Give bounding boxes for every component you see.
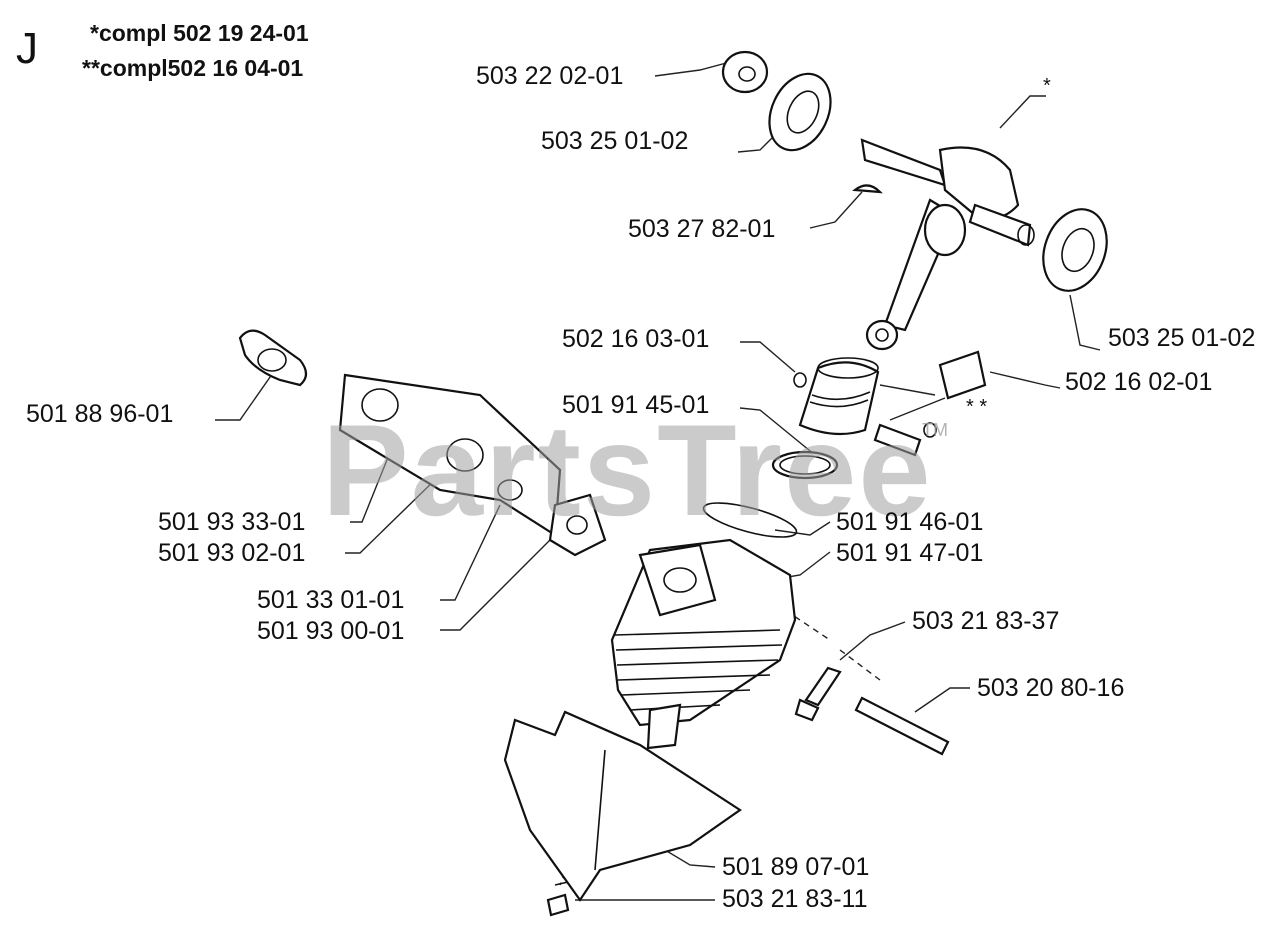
kit-line-1: *compl 502 19 24-01 <box>90 20 309 46</box>
watermark-text: PartsTree <box>322 397 933 543</box>
circlip-part <box>793 372 937 438</box>
key-part <box>852 184 883 194</box>
cylinder-cover-part <box>503 710 742 902</box>
part-label-screw-cover[interactable]: 503 21 83-11 <box>722 885 868 913</box>
section-letter: J <box>16 24 38 73</box>
part-label-cylinder[interactable]: 501 91 47-01 <box>836 539 984 567</box>
part-label-intake-gasket[interactable]: 501 88 96-01 <box>26 400 174 428</box>
part-label-circlip[interactable]: 502 16 03-01 <box>562 325 710 353</box>
part-label-carb-part-a[interactable]: 501 93 33-01 <box>158 508 306 536</box>
nut-part <box>721 50 769 94</box>
part-label-stud-bolt[interactable]: 503 20 80-16 <box>977 674 1125 702</box>
part-label-key[interactable]: 503 27 82-01 <box>628 215 776 243</box>
crankshaft-part <box>860 138 1035 351</box>
bearing-top-part <box>768 72 832 152</box>
kit-line-2: **compl502 16 04-01 <box>82 55 304 81</box>
stud-bolt-part <box>854 696 950 756</box>
double-star-marker: * * <box>966 396 988 418</box>
part-label-needle-bearing[interactable]: 502 16 02-01 <box>1065 368 1213 396</box>
part-label-screw-cylinder[interactable]: 503 21 83-37 <box>912 607 1060 635</box>
part-label-cylinder-cover[interactable]: 501 89 07-01 <box>722 853 870 881</box>
part-label-bearing-top[interactable]: 503 25 01-02 <box>541 127 689 155</box>
part-label-carb-part-b[interactable]: 501 93 02-01 <box>158 539 306 567</box>
cylinder-part <box>610 538 797 750</box>
needle-bearing-part <box>938 350 987 400</box>
carburettor-part <box>338 373 562 537</box>
part-label-nut[interactable]: 503 22 02-01 <box>476 62 624 90</box>
watermark-trademark: TM <box>922 420 948 440</box>
cylinder-gasket-part <box>702 502 798 538</box>
intake-gasket-part <box>238 329 308 387</box>
piston-part <box>798 357 880 436</box>
part-label-piston-ring[interactable]: 501 91 45-01 <box>562 391 710 419</box>
screw-cover-part <box>546 881 570 917</box>
part-label-cylinder-gasket[interactable]: 501 91 46-01 <box>836 508 984 536</box>
piston-ring-part <box>771 450 839 480</box>
part-label-bearing-right[interactable]: 503 25 01-02 <box>1108 324 1256 352</box>
screw-cylinder-part <box>794 666 842 722</box>
single-star-marker: * <box>1043 75 1051 97</box>
bearing-right-part <box>1042 208 1108 292</box>
part-label-flange-gasket[interactable]: 501 93 00-01 <box>257 617 405 645</box>
part-label-insulator[interactable]: 501 33 01-01 <box>257 586 405 614</box>
piston-pin-part <box>873 423 922 457</box>
leader-lines <box>215 61 1101 901</box>
flange-gasket-part <box>548 493 607 557</box>
